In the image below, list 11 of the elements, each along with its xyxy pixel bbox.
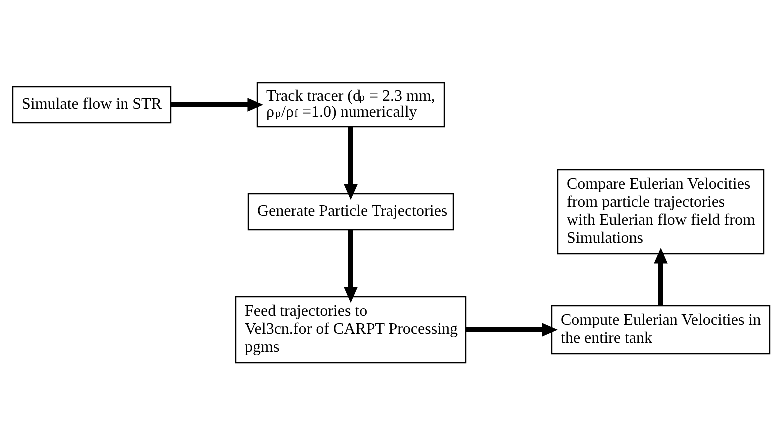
node-box: Track tracer (dp = 2.3 mm, ρp/ρf =1.0) numerically: [256, 82, 446, 128]
node-box: Feed trajectories to Vel3cn.for of CARPT Processing pgms: [235, 296, 467, 364]
node-box: Simulate flow in STR: [12, 86, 172, 124]
arrow: [654, 248, 668, 306]
node-box: Compute Eulerian Velocities in the entire tank: [551, 305, 771, 355]
arrow: [344, 230, 358, 304]
arrow: [344, 127, 358, 200]
arrow: [466, 323, 558, 337]
node-box: Compare Eulerian Velocities from particle trajectories with Eulerian flow field from Simulations: [557, 169, 765, 255]
arrow: [171, 98, 264, 112]
node-box: Generate Particle Trajectories: [248, 193, 454, 231]
